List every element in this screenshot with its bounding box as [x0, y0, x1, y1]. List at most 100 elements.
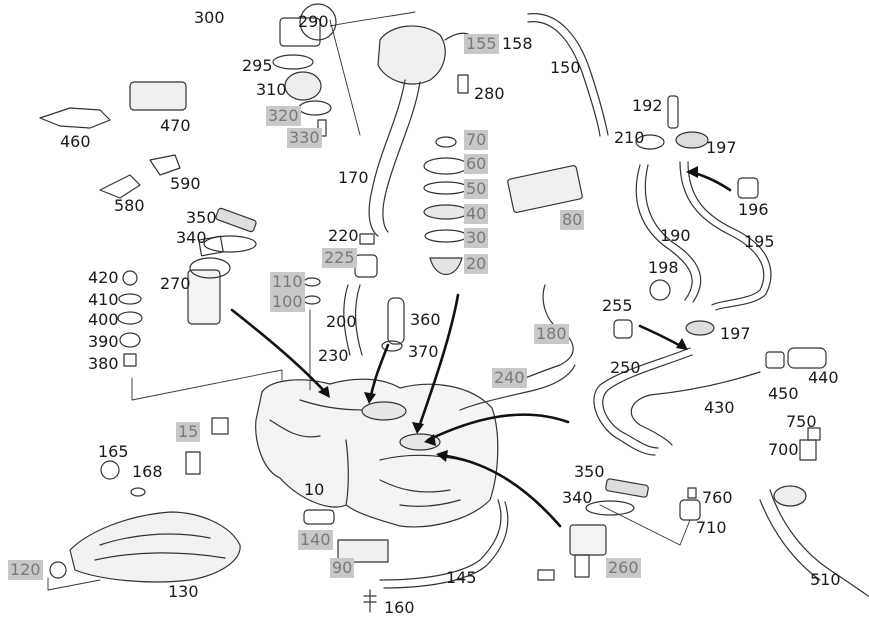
callout-168: 168: [132, 462, 163, 481]
callout-250: 250: [610, 358, 641, 377]
callout-290: 290: [298, 12, 329, 31]
module-80: [507, 165, 583, 213]
callout-165: 165: [98, 442, 129, 461]
callout-110: 110: [270, 272, 305, 292]
nut-120: [49, 561, 67, 579]
callout-350: 350: [574, 462, 605, 481]
callout-580: 580: [114, 196, 145, 215]
heat-shield-130: [69, 511, 241, 583]
callout-300: 300: [194, 8, 225, 27]
line-180: [514, 284, 574, 383]
lines-190-195: [635, 161, 772, 311]
callout-198: 198: [648, 258, 679, 277]
bolt-160: [363, 589, 377, 613]
ring-stack: [423, 136, 469, 275]
callout-340: 340: [176, 228, 207, 247]
callout-470: 470: [160, 116, 191, 135]
callout-160: 160: [384, 598, 415, 617]
hose-200: [343, 284, 363, 356]
callout-590: 590: [170, 174, 201, 193]
callout-750: 750: [786, 412, 817, 431]
seal-350-340-upper: [203, 207, 257, 253]
callout-155: 155: [464, 34, 499, 54]
callout-450: 450: [768, 384, 799, 403]
callout-158: 158: [502, 34, 533, 53]
connector-15: [185, 451, 201, 475]
callout-420: 420: [88, 268, 119, 287]
callout-200: 200: [326, 312, 357, 331]
callout-195: 195: [744, 232, 775, 251]
lines-250-430: [593, 347, 761, 456]
callout-240: 240: [492, 368, 527, 388]
fuel-pump-270: [187, 235, 231, 325]
callout-380: 380: [88, 354, 119, 373]
fuel-tank: [255, 378, 499, 528]
callout-510: 510: [810, 570, 841, 589]
filler-neck: [368, 25, 476, 237]
callout-410: 410: [88, 290, 119, 309]
callout-40: 40: [464, 204, 489, 224]
callout-10: 10: [304, 480, 325, 499]
callout-50: 50: [464, 179, 489, 199]
callout-145: 145: [446, 568, 477, 587]
callout-90: 90: [330, 558, 355, 578]
callout-350: 350: [186, 208, 217, 227]
seal-350-340-lower: [585, 478, 649, 516]
bracket-470: [129, 81, 187, 111]
valve-198: [649, 279, 671, 301]
callout-370: 370: [408, 342, 439, 361]
callout-400: 400: [88, 310, 119, 329]
callout-30: 30: [464, 228, 489, 248]
callout-310: 310: [256, 80, 287, 99]
callout-340: 340: [562, 488, 593, 507]
callout-100: 100: [270, 292, 305, 312]
callout-320: 320: [266, 106, 301, 126]
callout-197: 197: [706, 138, 737, 157]
callout-295: 295: [242, 56, 273, 75]
callout-710: 710: [696, 518, 727, 537]
callout-360: 360: [410, 310, 441, 329]
callout-390: 390: [88, 332, 119, 351]
hose-360: [387, 297, 405, 345]
filter-440: [787, 347, 827, 369]
pipe-192: [667, 95, 679, 129]
valve-196: [737, 177, 759, 199]
assembly-arrows: [230, 170, 732, 528]
part-140: [303, 509, 335, 525]
callout-192: 192: [632, 96, 663, 115]
harness-510: [769, 489, 869, 597]
bracket-580: [99, 174, 141, 199]
callout-260: 260: [606, 558, 641, 578]
callout-220: 220: [328, 226, 359, 245]
callout-330: 330: [287, 128, 322, 148]
callout-255: 255: [602, 296, 633, 315]
callout-197: 197: [720, 324, 751, 343]
bracket-590: [149, 154, 181, 176]
vent-pipe-150: [527, 13, 609, 136]
washer-stack: [117, 270, 143, 367]
bolt-165: [100, 460, 120, 480]
line-145: [379, 499, 502, 581]
valve-255: [613, 319, 633, 339]
callout-70: 70: [464, 130, 489, 150]
callout-140: 140: [298, 530, 333, 550]
pad-90: [337, 539, 389, 563]
callout-130: 130: [168, 582, 199, 601]
fuel-sender-260: [537, 524, 607, 581]
callout-760: 760: [702, 488, 733, 507]
callout-60: 60: [464, 154, 489, 174]
callout-180: 180: [534, 324, 569, 344]
callout-80: 80: [560, 210, 585, 230]
callout-225: 225: [322, 248, 357, 268]
callout-170: 170: [338, 168, 369, 187]
callout-230: 230: [318, 346, 349, 365]
bracket-460: [39, 107, 111, 129]
callout-15: 15: [176, 422, 201, 442]
callout-280: 280: [474, 84, 505, 103]
callout-20: 20: [464, 254, 489, 274]
callout-700: 700: [768, 440, 799, 459]
callout-196: 196: [738, 200, 769, 219]
